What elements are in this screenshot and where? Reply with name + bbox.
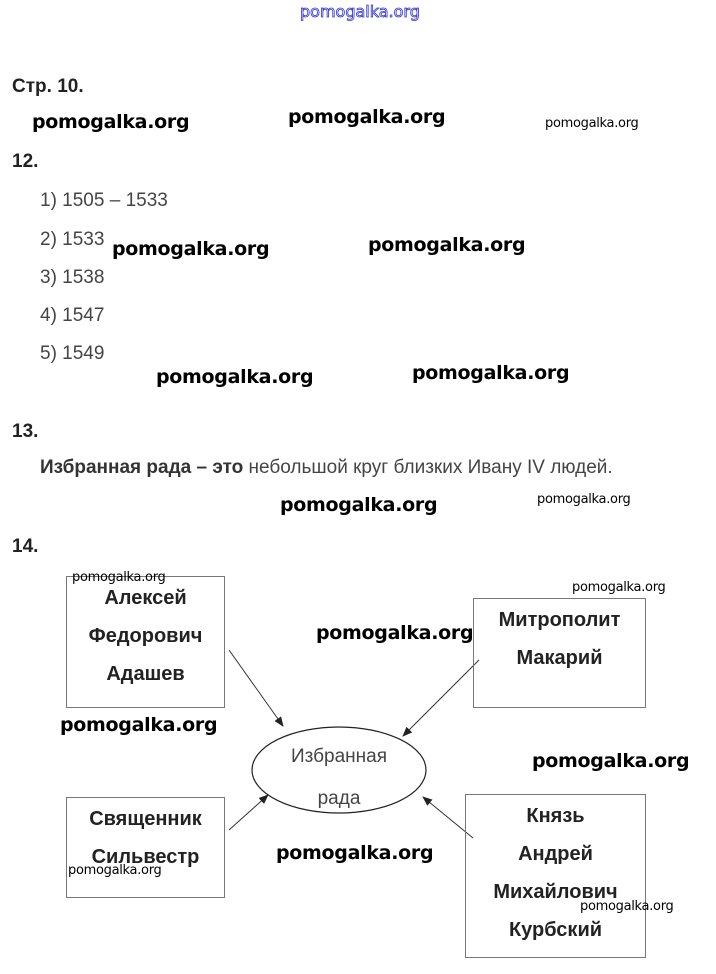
task-13-number: 13. <box>12 421 39 442</box>
task-12-number: 12. <box>12 151 39 172</box>
watermark: pomogalka.org <box>412 362 570 384</box>
box-line: Адашев <box>106 663 185 685</box>
arrow <box>422 796 474 839</box>
task-12-item: 5) 1549 <box>40 343 105 364</box>
watermark: pomogalka.org <box>545 116 639 131</box>
box-makariy: Митрополит Макарий <box>473 598 646 708</box>
box-silvestr: Священник Сильвестр <box>66 797 225 898</box>
page-label: Стр. 10. <box>12 76 84 97</box>
task-12-item: 4) 1547 <box>40 305 105 326</box>
box-line: Князь <box>526 805 585 827</box>
box-line: Андрей <box>518 843 593 865</box>
box-line: Курбский <box>508 919 603 941</box>
center-line: Избранная <box>290 746 387 767</box>
watermark: pomogalka.org <box>537 492 631 507</box>
arrow <box>228 649 284 727</box>
watermark: pomogalka.org <box>580 899 674 914</box>
definition: небольшой круг близких Ивану IV людей. <box>243 457 613 478</box>
box-kurbsky: Князь Андрей Михайлович Курбский <box>465 794 646 958</box>
task-12-item: 3) 1538 <box>40 267 105 288</box>
watermark: pomogalka.org <box>280 494 438 516</box>
arrow <box>228 794 269 831</box>
task-12-item: 1) 1505 – 1533 <box>40 190 168 211</box>
watermark: pomogalka.org <box>68 863 162 878</box>
term: Избранная рада – это <box>40 457 244 478</box>
box-line: Митрополит <box>498 609 621 631</box>
box-line: Сильвестр <box>91 846 200 868</box>
watermark: pomogalka.org <box>32 111 190 133</box>
watermark: pomogalka.org <box>532 750 690 772</box>
watermark: pomogalka.org <box>368 234 526 256</box>
watermark: pomogalka.org <box>288 106 446 128</box>
task-12-item: 2) 1533 <box>40 229 105 250</box>
watermark: pomogalka.org <box>572 580 666 595</box>
box-line: Священник <box>89 808 202 830</box>
box-line: Алексей <box>104 587 187 609</box>
watermark: pomogalka.org <box>156 366 314 388</box>
header-watermark: pomogalka.org <box>300 2 421 22</box>
box-line: Федорович <box>88 625 203 647</box>
box-adashev: Алексей Федорович Адашев <box>66 576 225 708</box>
box-line: Макарий <box>516 647 603 669</box>
box-line: Михайлович <box>493 881 618 903</box>
center-label: Избранная рада <box>252 736 426 820</box>
watermark: pomogalka.org <box>276 842 434 864</box>
task-13-answer: Избранная рада – это небольшой круг близ… <box>40 457 613 479</box>
watermark: pomogalka.org <box>112 238 270 260</box>
watermark: pomogalka.org <box>72 570 166 585</box>
task-14-number: 14. <box>12 536 39 557</box>
watermark: pomogalka.org <box>316 622 474 644</box>
center-ellipse <box>251 726 427 814</box>
center-line: рада <box>317 788 361 809</box>
watermark: pomogalka.org <box>60 714 218 736</box>
arrow <box>402 659 480 737</box>
